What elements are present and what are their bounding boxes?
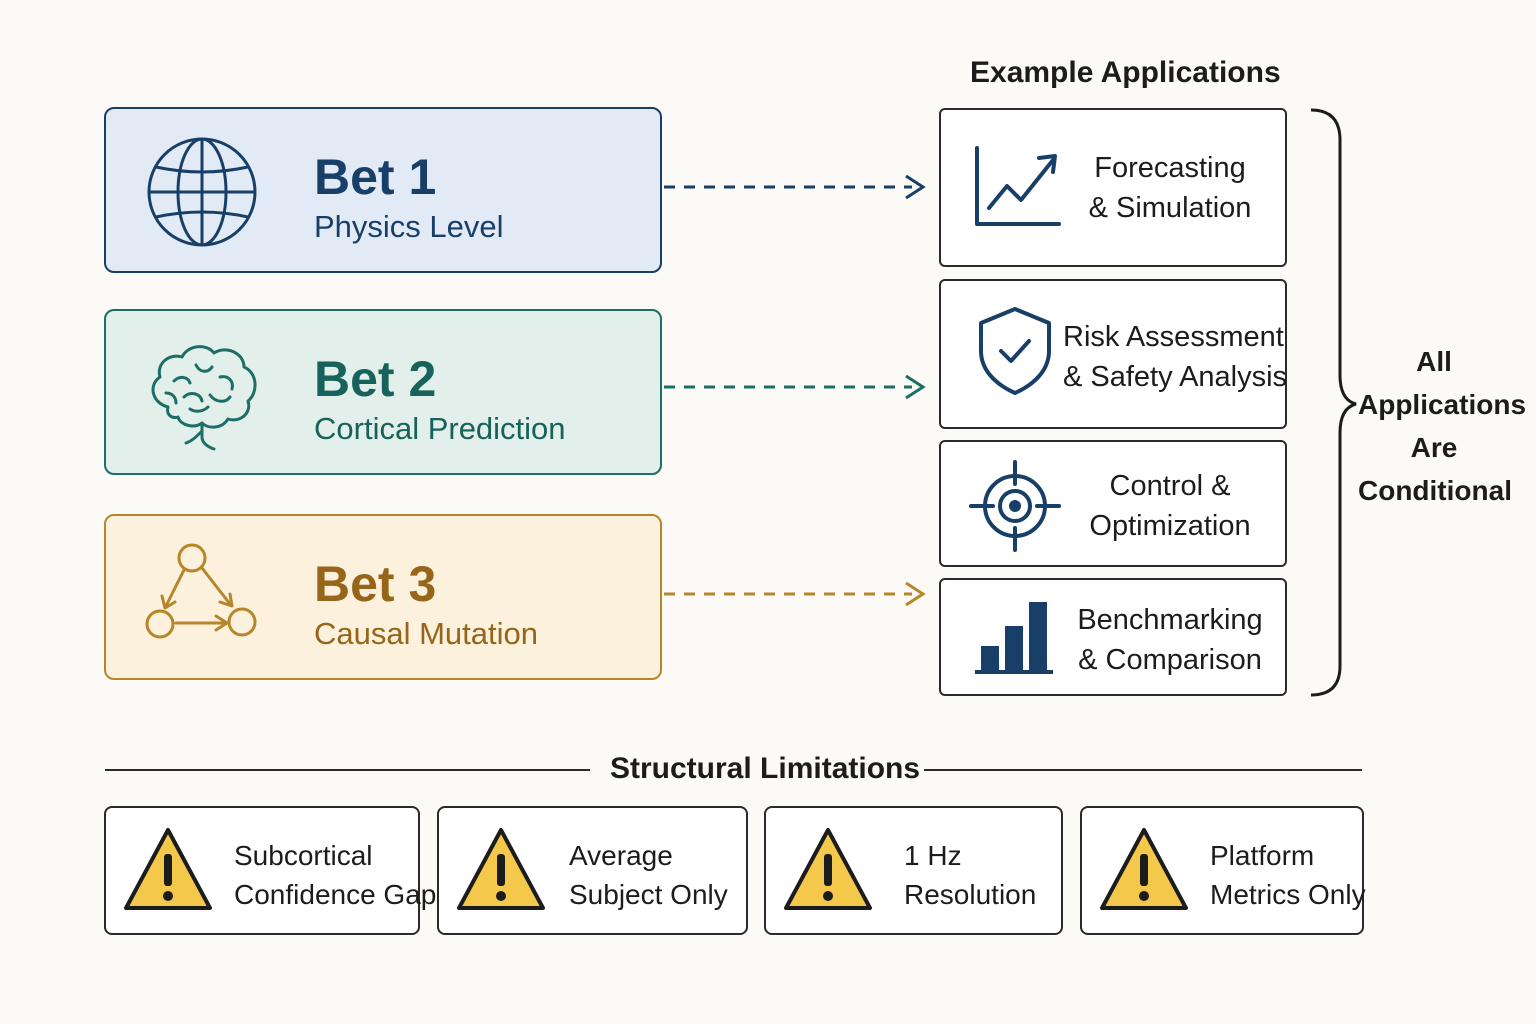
app-label-line1: Forecasting bbox=[1094, 152, 1246, 184]
limitation-label: Platform Metrics Only bbox=[1210, 836, 1366, 914]
bet-card-3: Bet 3 Causal Mutation bbox=[104, 514, 662, 680]
limitation-card-platform: Platform Metrics Only bbox=[1080, 806, 1366, 935]
app-card-risk: Risk Assessment & Safety Analysis bbox=[939, 279, 1287, 429]
note-line: Are bbox=[1410, 432, 1458, 463]
limitation-line1: Subcortical bbox=[234, 840, 373, 871]
app-label: Control & Optimization bbox=[1063, 466, 1277, 546]
warning-icon bbox=[457, 828, 545, 910]
app-label-line1: Control & bbox=[1109, 470, 1231, 502]
warning-icon bbox=[784, 828, 872, 910]
bet-card-2: Bet 2 Cortical Prediction bbox=[104, 309, 662, 475]
app-label: Benchmarking & Comparison bbox=[1063, 600, 1277, 680]
bet-card-1: Bet 1 Physics Level bbox=[104, 107, 662, 273]
limitation-card-subcortical: Subcortical Confidence Gap bbox=[104, 806, 436, 935]
limitation-line2: Resolution bbox=[904, 879, 1037, 910]
app-label-line1: Risk Assessment bbox=[1063, 321, 1284, 353]
curly-brace bbox=[1310, 108, 1357, 697]
app-label-line1: Benchmarking bbox=[1077, 604, 1263, 636]
arrow-bet3 bbox=[664, 581, 926, 607]
divider-right bbox=[924, 769, 1362, 771]
app-label-line2: & Safety Analysis bbox=[1063, 361, 1288, 393]
app-label-line2: Optimization bbox=[1089, 510, 1251, 542]
limitation-line1: Average bbox=[569, 840, 673, 871]
limitation-line1: Platform bbox=[1210, 840, 1315, 871]
app-card-forecasting: Forecasting & Simulation bbox=[939, 108, 1287, 267]
app-card-control: Control & Optimization bbox=[939, 440, 1287, 567]
app-label-line2: & Comparison bbox=[1078, 644, 1262, 676]
app-label: Forecasting & Simulation bbox=[1063, 148, 1277, 228]
warning-icon bbox=[124, 828, 212, 910]
note-line: All bbox=[1416, 346, 1452, 377]
bet-title: Bet 3 bbox=[314, 556, 437, 612]
globe-icon bbox=[147, 137, 257, 247]
bar-chart-icon bbox=[975, 602, 1053, 674]
app-label-line2: & Simulation bbox=[1088, 192, 1252, 224]
shield-check-icon bbox=[979, 307, 1051, 395]
limitations-heading: Structural Limitations bbox=[610, 752, 921, 785]
app-label: Risk Assessment & Safety Analysis bbox=[1063, 317, 1288, 397]
arrow-bet1 bbox=[664, 174, 926, 200]
bet-subtitle: Causal Mutation bbox=[314, 616, 539, 651]
limitation-label: Subcortical Confidence Gap bbox=[234, 836, 436, 914]
limitation-card-average: Average Subject Only bbox=[437, 806, 748, 935]
limitation-card-resolution: 1 Hz Resolution bbox=[764, 806, 1063, 935]
arrow-bet2 bbox=[664, 374, 926, 400]
conditional-note: All Applications Are Conditional bbox=[1358, 340, 1527, 512]
limitation-line2: Confidence Gap bbox=[234, 879, 437, 910]
trend-chart-icon bbox=[975, 146, 1061, 226]
target-icon bbox=[969, 460, 1061, 552]
note-line: Applications bbox=[1358, 389, 1527, 420]
applications-heading: Example Applications bbox=[970, 56, 1281, 89]
causal-graph-icon bbox=[145, 543, 257, 639]
divider-left bbox=[105, 769, 590, 771]
bet-title: Bet 1 bbox=[314, 149, 437, 205]
bet-title: Bet 2 bbox=[314, 351, 437, 407]
limitation-line1: 1 Hz bbox=[904, 840, 962, 871]
note-line: Conditional bbox=[1358, 475, 1512, 506]
bet-subtitle: Cortical Prediction bbox=[314, 411, 566, 446]
bet-subtitle: Physics Level bbox=[314, 209, 504, 244]
limitation-label: Average Subject Only bbox=[569, 836, 728, 914]
limitation-line2: Subject Only bbox=[569, 879, 728, 910]
app-card-benchmarking: Benchmarking & Comparison bbox=[939, 578, 1287, 696]
limitation-line2: Metrics Only bbox=[1210, 879, 1366, 910]
limitation-label: 1 Hz Resolution bbox=[904, 836, 1036, 914]
brain-icon bbox=[151, 345, 257, 451]
warning-icon bbox=[1100, 828, 1188, 910]
